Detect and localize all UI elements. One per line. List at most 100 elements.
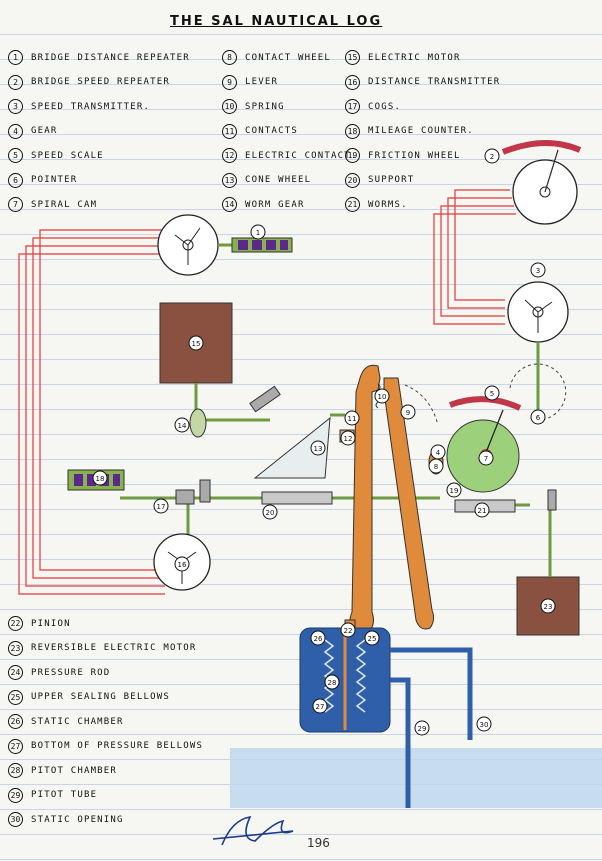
legend-number: 25 [8,689,23,705]
callout-23: 23 [540,598,556,614]
callout-19: 19 [446,482,462,498]
callout-number: 13 [314,445,323,453]
callout-number: 17 [157,503,166,511]
callout-22: 22 [340,622,356,638]
legend-number: 27 [8,738,23,754]
callout-13: 13 [310,440,326,456]
legend-label: PINION [31,618,71,629]
legend-label: UPPER SEALING BELLOWS [31,692,170,702]
callout-20: 20 [262,504,278,520]
callout-circle [188,335,204,351]
callout-number: 25 [368,635,377,643]
bridge-speed-repeater [501,140,582,225]
legend-number: 20 [345,172,360,188]
callout-number: 2 [490,153,494,161]
legend-item: 16 DISTANCE TRANSMITTER [345,74,501,90]
callout-6: 6 [530,409,546,425]
legend-label: MILEAGE COUNTER. [368,126,474,136]
cog-vertical [199,479,211,503]
callout-number: 15 [192,340,201,348]
legend-item: 2 BRIDGE SPEED REPEATER [8,74,170,90]
signature [212,815,294,846]
worm-gear [189,408,207,438]
callout-circle [446,482,462,498]
legend-number: 2 [8,74,23,90]
legend-number: 5 [8,148,23,163]
legend-item: 25 UPPER SEALING BELLOWS [8,689,170,705]
callout-9: 9 [400,404,416,420]
callout-1: 1 [250,224,266,240]
legend-number: 16 [345,74,360,90]
callout-circle [92,470,108,486]
callout-circle [484,148,500,164]
callout-27: 27 [312,698,328,714]
legend-label: GEAR [31,126,58,136]
callout-circle [250,224,266,240]
callout-circle [153,498,169,514]
red-wiring [18,189,516,595]
legend-label: BRIDGE SPEED REPEATER [31,77,170,87]
legend-label: CONTACTS [245,126,298,136]
callout-number: 23 [544,603,553,611]
callout-14: 14 [174,417,190,433]
diagram-callouts: 1234567891011121314151617181920212223242… [92,148,556,736]
callout-29: 29 [414,720,430,736]
callout-number: 16 [178,561,187,569]
legend-number: 3 [8,99,23,114]
legend-label: DISTANCE TRANSMITTER [368,77,501,87]
callout-circle [530,262,546,278]
legend-number: 17 [345,99,360,114]
callout-18: 18 [92,470,108,486]
legend-item: 23 REVERSIBLE ELECTRIC MOTOR [8,640,197,656]
legend-number: 23 [8,640,23,656]
callout-11: 11 [344,410,360,426]
legend-number: 12 [222,148,237,163]
legend-number: 28 [8,763,23,778]
callout-number: 9 [406,409,410,417]
speed-transmitter-dial [507,281,569,420]
pointer-arc [509,363,567,421]
cogs [175,489,195,505]
callout-8: 8 [428,458,444,474]
legend-number: 9 [222,74,237,90]
callout-30: 30 [476,716,492,732]
water-surface [230,748,602,808]
legend-label: STATIC OPENING [31,814,124,825]
callout-circle [530,409,546,425]
callout-3: 3 [530,262,546,278]
legend-label: POINTER [31,175,78,185]
callout-circle [312,698,328,714]
callout-circle [344,410,360,426]
pitot-tube [390,647,473,808]
callout-number: 4 [436,449,441,457]
callout-number: 14 [178,422,187,430]
legend-label: REVERSIBLE ELECTRIC MOTOR [31,643,197,653]
callout-26: 26 [310,630,326,646]
legend-number: 24 [8,665,23,680]
callout-number: 27 [316,703,325,711]
callout-circle [262,504,278,520]
callout-circle [476,716,492,732]
callout-number: 21 [478,507,487,515]
callout-number: 19 [450,487,459,495]
speed-scale [448,396,522,456]
legend-number: 8 [222,50,237,65]
cone-wheel [253,413,345,479]
